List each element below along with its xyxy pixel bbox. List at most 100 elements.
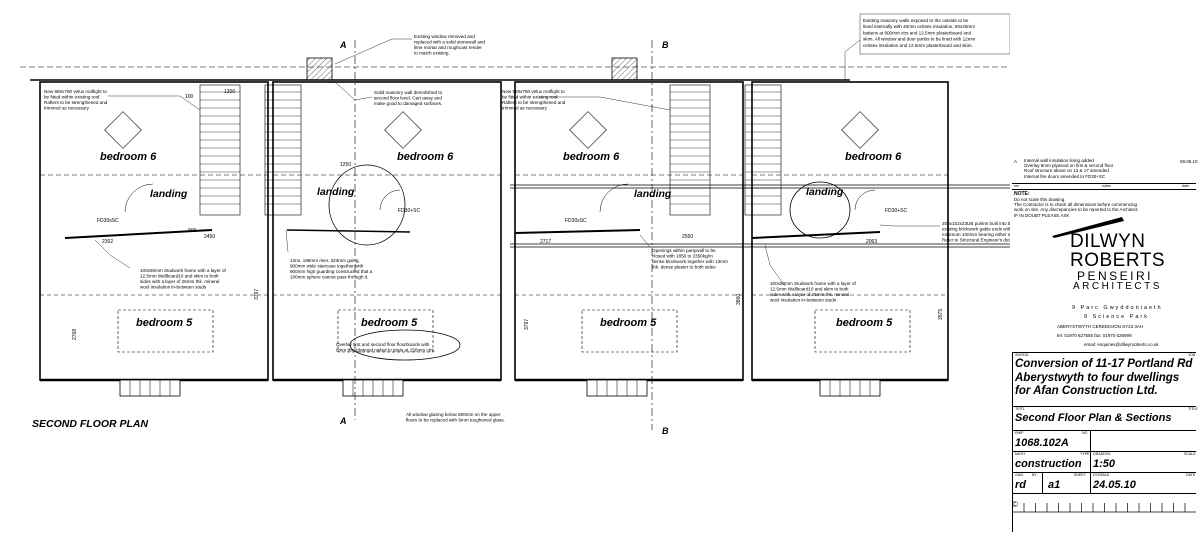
- note-partywall-line: thk. dense plaster to both sides: [652, 265, 716, 270]
- note-studwork-2-line: sides with a layer of 25mm thk. mineral: [770, 292, 849, 297]
- job-lines-line: Aberystwyth to four dwellings: [1015, 371, 1180, 384]
- dim-3797: 3797: [254, 289, 260, 300]
- note-glazing-line: floors to be replaced with 6mm toughened…: [406, 418, 505, 423]
- job-lines-line: for Afan Construction Ltd.: [1015, 385, 1158, 397]
- note-floorboards-line: Overlay first and second floor floorboar…: [336, 342, 430, 347]
- note-lines-line: The Contractor is to check all dimension…: [1014, 202, 1138, 208]
- door-label-fd30-2: FD30+SC: [398, 208, 420, 214]
- door-swings: [124, 183, 876, 213]
- note-lines-line: Do not scale this drawing.: [1014, 197, 1066, 202]
- dim-900: 900: [188, 228, 197, 234]
- note-heading: NOTE:: [1014, 191, 1030, 197]
- room-label-landing-1: landing: [150, 188, 188, 200]
- note-studwork-1-line: 12.5mm Wallboard10 and skim to both: [140, 274, 219, 279]
- stair-treads: [200, 91, 781, 205]
- rev-lines-line: Internal fire doors amended to FD30+SC: [1024, 173, 1106, 179]
- divider: [1042, 472, 1043, 493]
- sheet-label: SHEET: [1074, 473, 1086, 477]
- dim-3575: 3575: [938, 309, 944, 320]
- number-label-a: RHIF: [1015, 431, 1024, 435]
- address-line-5: email: enquiries@dilwynroberts.co.uk: [1084, 342, 1159, 347]
- staircases: [199, 84, 782, 216]
- room-label-bedroom6-2: bedroom 6: [397, 151, 454, 163]
- note-masonry-exposed-line: skim. All window and door jambs to be li…: [863, 37, 976, 42]
- title-label-a: TEITL: [1015, 407, 1025, 411]
- windows: [119, 379, 881, 397]
- revision-clouds: [328, 164, 851, 361]
- firm-name-4: ARCHITECTS: [1073, 281, 1162, 292]
- scale-bar: [1012, 503, 1196, 513]
- note-risers-line: 900mm high guarding constructed that a: [290, 269, 373, 274]
- address-line-3: ABERYSTWYTH CEREDIGION SY23 3AH: [1057, 324, 1144, 329]
- drawn-by: rd: [1015, 479, 1026, 491]
- dim-3797b: 3797: [524, 319, 530, 330]
- col-notes: notes: [1102, 184, 1111, 188]
- dim-1200: 1200: [224, 89, 235, 95]
- note-window-removed-line: lime mortar and roughcast render: [414, 45, 482, 50]
- divider: [1012, 406, 1196, 408]
- room-label-bedroom5-2: bedroom 5: [361, 317, 418, 329]
- date-label-b: DATE: [1186, 473, 1196, 477]
- type-label-b: TYPE: [1080, 452, 1090, 456]
- note-velux-2-line: be fitted within existing roof.: [502, 95, 559, 100]
- dim-2768: 2768: [72, 329, 78, 340]
- room-label-landing-2: landing: [317, 186, 355, 198]
- note-studwork-1-line: wool insulation in-between studs: [140, 285, 207, 290]
- door-label-fd30-4: FD30+SC: [885, 208, 907, 214]
- dim-2302: 2302: [102, 239, 113, 245]
- note-purlins-line: minimum 100mm bearing either end.: [942, 232, 1010, 237]
- dim-3860: 3860: [736, 294, 742, 305]
- note-velux-1-line: be fitted within existing roof.: [44, 95, 101, 100]
- note-velux-2-line: New 980x780 velux rooflight to: [502, 89, 565, 94]
- note-masonry-exposed: Existing masonry walls exposed to the ou…: [863, 18, 976, 48]
- note-purlins-line: 203x102x23UB purlins built into the: [942, 221, 1010, 226]
- note-solid-masonry-line: Solid masonry wall demolished to: [374, 90, 443, 95]
- floor-plan-drawing: A A B B bedroom 6 bedroom 6 bedroom 6 be…: [20, 13, 1010, 436]
- note-risers: 13no. 198mm riser, 223mm going,900mm wid…: [290, 258, 373, 280]
- room-label-landing-4: landing: [806, 186, 844, 198]
- leader-lines: [94, 13, 1010, 287]
- room-label-bedroom6-3: bedroom 6: [563, 151, 620, 163]
- note-window-removed-line: to match existing.: [414, 51, 450, 56]
- note-studwork-2-line: 100x50mm Studwork frame with a layer of: [770, 281, 857, 286]
- note-glazing: All window glazing below 800mm on the up…: [406, 412, 505, 423]
- drawing-title: Second Floor Plan & Sections: [1015, 412, 1172, 424]
- note-velux-2-line: Rafters to be strengthened and: [502, 100, 566, 105]
- chimney-right: [611, 57, 638, 81]
- note-masonry-exposed-line: celotex insulation and 12.5mm plasterboa…: [863, 43, 973, 48]
- room-label-bedroom5-4: bedroom 5: [836, 317, 893, 329]
- window-mullions: [129, 380, 871, 396]
- note-partywall-line: closed with 1850 to 2350kg/m: [652, 254, 713, 259]
- note-purlins-line: existing brickwork gable ends with a: [942, 227, 1010, 232]
- note-lines-line: IF IN DOUBT PLEASE ASK: [1014, 212, 1070, 218]
- drawn-label-a: GAN: [1015, 473, 1023, 477]
- drawing-number: 1068.102A: [1015, 437, 1069, 449]
- divider: [1012, 352, 1014, 532]
- col-rev: rev: [1014, 184, 1019, 188]
- dim-2550: 2550: [682, 234, 693, 240]
- rooflights: [104, 111, 879, 149]
- note-purlins: 203x102x23UB purlins built into theexist…: [942, 221, 1010, 243]
- copyright-mark: ©: [1012, 500, 1018, 509]
- note-velux-2-line: trimmed as necessary: [502, 106, 548, 111]
- drawn-label-b: BY: [1032, 473, 1037, 477]
- address-line-2: 9 Science Park: [1084, 314, 1149, 320]
- dim-2063: 2063: [866, 239, 877, 245]
- rev-lines-line: Internal wall insulation lining added: [1024, 158, 1094, 163]
- title-label-b: TITLE: [1188, 407, 1198, 411]
- door-label-fd30-1: FD30sSC: [97, 218, 119, 224]
- section-mark-b-top: B: [662, 40, 669, 50]
- door-label-fd30-3: FD30sSC: [565, 218, 587, 224]
- note-floorboards: Overlay first and second floor floorboar…: [336, 342, 435, 353]
- divider: [1012, 189, 1196, 190]
- firm-logo-swoosh: [1052, 217, 1124, 238]
- note-partywall-line: dense blockwork together with 13mm: [652, 259, 728, 264]
- note-solid-masonry-line: second floor level. Cart away and: [374, 96, 442, 101]
- note-masonry-exposed-line: lined internally with 40mm celotex insul…: [863, 24, 975, 29]
- note-studwork-2: 100x50mm Studwork frame with a layer of1…: [770, 281, 857, 303]
- date-label-a: DYDDIAD: [1093, 473, 1110, 477]
- note-lines-line: work on site. Any discrepancies to be re…: [1014, 207, 1139, 213]
